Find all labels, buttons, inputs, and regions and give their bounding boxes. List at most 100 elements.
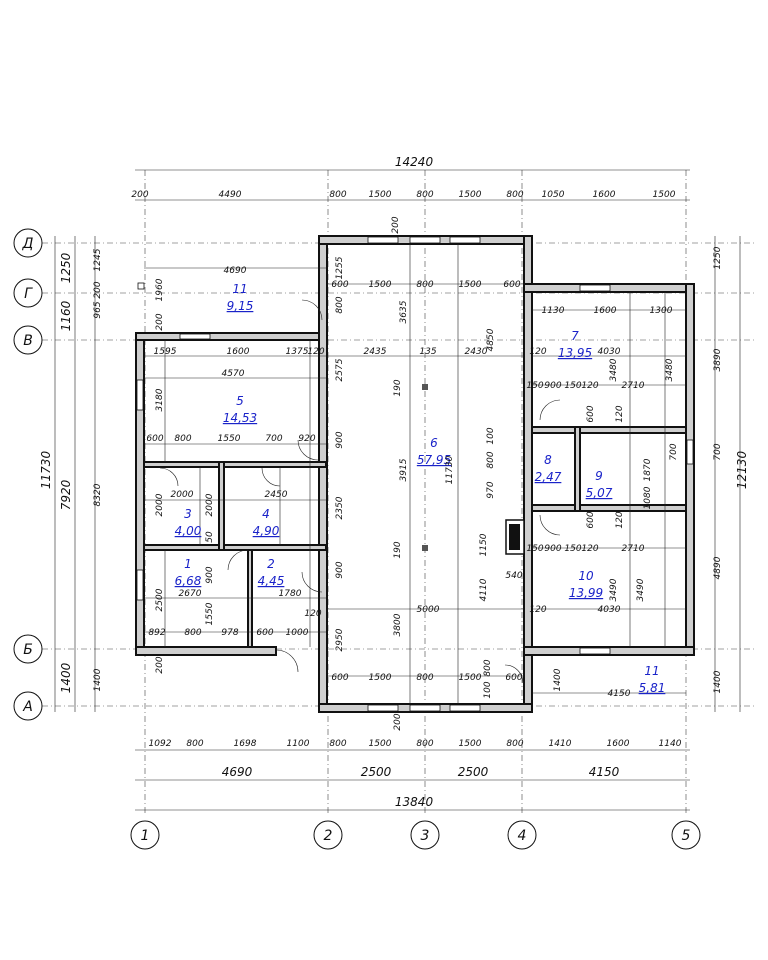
dim-left-inner: 965 [93,301,103,318]
inner-dim: 1550 [218,434,241,444]
room-area: 6,68 [175,574,202,588]
room-area: 4,90 [253,524,280,538]
dim-bottom: 1092 [149,739,172,749]
inner-dim: 200 [393,713,403,730]
column-markers [137,282,428,551]
inner-dim: 4690 [224,266,247,276]
axis-row-label: А [22,699,33,715]
axis-col-label: 1 [141,828,150,844]
inner-dim: 600 [503,280,520,290]
dim-bottom-axis: 4150 [589,765,620,779]
inner-dim: 970 [486,481,496,498]
room-area: 5,81 [639,681,666,695]
room-number: 10 [578,569,594,583]
inner-dim: 4150 [608,689,631,699]
inner-dim: 800 [174,434,191,444]
room-number: 9 [595,469,603,483]
inner-dim: 1500 [369,280,392,290]
inner-dim: 900 [544,544,561,554]
dim-top: 1500 [653,190,676,200]
dim-left: 1160 [59,300,73,331]
inner-dim: 600 [331,673,348,683]
inner-dim: 700 [669,443,679,460]
inner-dim: 2000 [205,493,215,516]
bottom-dimensions: 1092 800 1698 1100 800 1500 800 1500 800… [149,739,682,809]
dim-bottom: 800 [506,739,523,749]
axis-row-label: Б [23,642,33,658]
inner-dim: 120 [615,405,625,422]
inner-dim: 3490 [636,578,646,601]
inner-dim: 200 [155,313,165,330]
inner-dim: 3480 [665,358,675,381]
inner-dim: 2670 [179,589,202,599]
inner-dim: 2500 [155,588,165,611]
dim-bottom-axis: 4690 [222,765,253,779]
dim-left-inner: 8320 [93,483,103,506]
inner-dim: 700 [265,434,282,444]
inner-dim: 1400 [553,668,563,691]
inner-dim: 11730 [445,455,455,484]
inner-dim: 978 [221,628,238,638]
room-number: 5 [236,394,244,408]
axis-row-label: Д [22,236,34,252]
dim-top: 800 [329,190,346,200]
axis-col-label: 3 [421,828,430,844]
inner-dim: 2710 [622,381,645,391]
room-area: 57,95 [417,453,451,467]
dim-overall-bottom: 13840 [395,795,434,809]
room-number: 2 [267,557,275,571]
inner-dim: 120 [615,511,625,528]
inner-dim: 900 [335,561,345,578]
inner-dim: 2450 [265,490,288,500]
dim-bottom: 1410 [549,739,572,749]
inner-dim: 892 [148,628,165,638]
dim-bottom-axis: 2500 [458,765,489,779]
inner-dim: 1130 [542,306,565,316]
room-number: 1 [184,557,192,571]
inner-dim: 1500 [459,280,482,290]
axis-row-label: В [23,333,33,349]
inner-dim: 800 [416,280,433,290]
dim-left: 1250 [59,252,73,283]
room-number: 6 [430,436,438,450]
dim-bottom-axis: 2500 [361,765,392,779]
inner-dim: 900 [544,381,561,391]
inner-dim: 600 [505,673,522,683]
inner-dim: 800 [416,673,433,683]
inner-dim: 1960 [155,278,165,301]
inner-dim: 1600 [594,306,617,316]
dim-top: 4490 [219,190,242,200]
dim-right: 1250 [713,246,723,269]
dim-left-inner: 200 [93,281,103,298]
inner-dim: 2575 [335,358,345,381]
inner-dim: 200 [155,656,165,673]
inner-dim: 100 [483,681,493,698]
inner-dim: 800 [184,628,201,638]
inner-dimensions-horizontal: 4690 600 1500 800 1500 600 1595 1600 137… [146,266,672,699]
inner-dim: 5000 [417,605,440,615]
inner-dim: 900 [205,566,215,583]
inner-dim: 120 [581,381,598,391]
dim-bottom: 1140 [659,739,682,749]
dim-bottom: 1100 [287,739,310,749]
inner-dim: 600 [586,511,596,528]
inner-dim: 600 [586,405,596,422]
inner-dim: 1870 [643,458,653,481]
inner-dim: 120 [581,544,598,554]
dim-bottom: 1500 [369,739,392,749]
inner-dim: 135 [419,347,436,357]
inner-dim: 3490 [609,578,619,601]
left-dimensions: 1250 1160 11730 7920 1400 1245 965 200 8… [39,248,103,693]
inner-dim: 3800 [393,613,403,636]
inner-dim: 150 [564,544,581,554]
inner-dim: 800 [486,451,496,468]
inner-dim: 600 [331,280,348,290]
inner-dim: 120 [307,347,324,357]
inner-dim: 2430 [465,347,488,357]
inner-dim: 150 [526,381,543,391]
dim-right-overall: 12130 [735,451,749,490]
inner-dim: 1300 [650,306,673,316]
inner-dim: 100 [486,427,496,444]
axis-markers-cols: 1 2 3 4 5 [130,820,701,850]
inner-dim: 2710 [622,544,645,554]
